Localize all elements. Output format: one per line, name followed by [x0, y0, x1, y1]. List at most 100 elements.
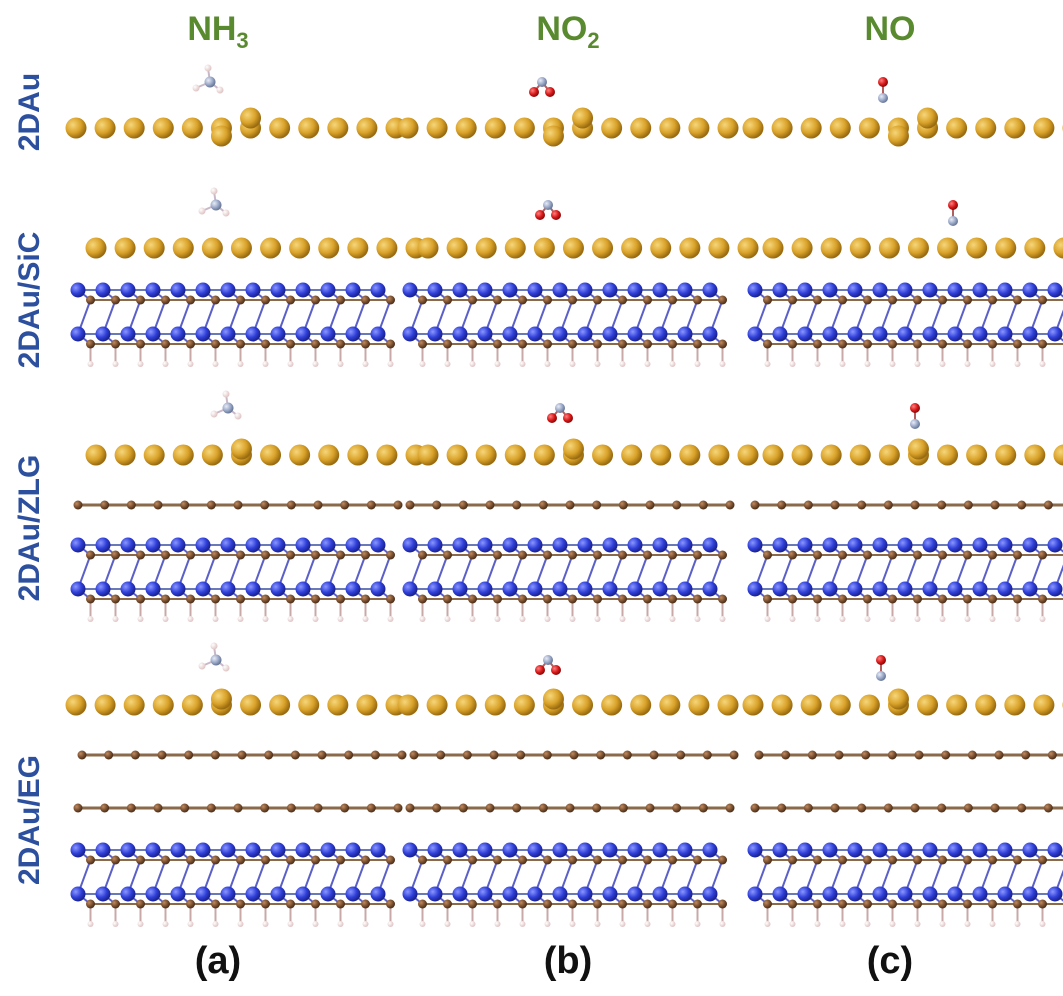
carbon-atom [649, 750, 659, 760]
carbon-atom [543, 339, 552, 349]
carbon-atom [489, 750, 499, 760]
carbon-atom [668, 899, 677, 909]
carbon-atom [180, 803, 190, 813]
carbon-atom [1013, 855, 1022, 865]
silicon-atom [270, 886, 286, 902]
hydrogen-atom [1014, 921, 1021, 927]
silicon-atom [270, 581, 286, 597]
carbon-atom [286, 803, 296, 813]
hydrogen-atom [914, 921, 921, 927]
oxygen-atom [551, 210, 561, 220]
gold-atom [417, 237, 439, 259]
hydrogen-atom [222, 390, 230, 398]
gold-atom [181, 694, 203, 716]
gold-atom [1004, 117, 1026, 139]
gold-atom [630, 694, 652, 716]
silicon-atom [477, 842, 493, 858]
silicon-atom [170, 282, 186, 298]
carbon-atom [86, 295, 95, 305]
carbon-atom [233, 803, 243, 813]
carbon-atom [565, 803, 575, 813]
silicon-atom [245, 886, 261, 902]
hydrogen-atom [814, 361, 821, 367]
silicon-atom [577, 282, 593, 298]
carbon-atom [261, 550, 270, 560]
hydrogen-atom [444, 921, 451, 927]
silicon-atom [95, 842, 111, 858]
gold-atom [946, 694, 968, 716]
silicon-atom [702, 886, 718, 902]
carbon-atom [1038, 855, 1047, 865]
gold-atom [114, 444, 136, 466]
hydrogen-atom [419, 616, 426, 622]
gold-atom [201, 237, 223, 259]
silicon-atom [872, 842, 888, 858]
carbon-atom [593, 339, 602, 349]
carbon-atom [618, 500, 628, 510]
hydrogen-atom [337, 616, 344, 622]
silicon-atom [1047, 326, 1063, 342]
carbon-atom [1038, 899, 1047, 909]
gold-atom [65, 117, 87, 139]
carbon-atom [485, 803, 495, 813]
carbon-atom [763, 339, 772, 349]
carbon-atom [718, 295, 727, 305]
silicon-atom [822, 326, 838, 342]
row-label-2dau-eg: 2DAu/EG [13, 754, 46, 886]
gold-atom [887, 688, 909, 710]
carbon-atom [366, 500, 376, 510]
carbon-atom [136, 594, 145, 604]
carbon-atom [963, 594, 972, 604]
silicon-atom [972, 326, 988, 342]
gold-atom [946, 117, 968, 139]
silicon-atom [652, 842, 668, 858]
hydrogen-atom [964, 921, 971, 927]
silicon-atom [220, 842, 236, 858]
silicon-atom [170, 581, 186, 597]
carbon-atom [485, 500, 495, 510]
carbon-atom [317, 750, 327, 760]
carbon-atom [763, 550, 772, 560]
carbon-atom [838, 899, 847, 909]
silicon-atom [652, 581, 668, 597]
carbon-atom [963, 339, 972, 349]
hydrogen-atom [87, 361, 94, 367]
hydrogen-atom [694, 616, 701, 622]
carbon-atom [493, 295, 502, 305]
carbon-atom [914, 750, 924, 760]
silicon-atom [1022, 842, 1038, 858]
carbon-atom [593, 899, 602, 909]
gold-atom [995, 237, 1017, 259]
nitrogen-atom [210, 199, 222, 211]
carbon-atom [1017, 500, 1027, 510]
gold-atom [356, 694, 378, 716]
silicon-atom [95, 581, 111, 597]
silicon-atom [1022, 886, 1038, 902]
carbon-atom [512, 803, 522, 813]
carbon-atom [211, 339, 220, 349]
carbon-atom [618, 594, 627, 604]
gold-atom [172, 444, 194, 466]
carbon-atom [913, 899, 922, 909]
hydrogen-atom [198, 662, 206, 670]
silicon-atom [822, 581, 838, 597]
hydrogen-atom [814, 616, 821, 622]
gold-atom [762, 237, 784, 259]
silicon-atom [295, 326, 311, 342]
gold-atom [298, 694, 320, 716]
carbon-atom [693, 855, 702, 865]
silicon-atom [997, 886, 1013, 902]
carbon-atom [568, 339, 577, 349]
silicon-atom [847, 282, 863, 298]
carbon-atom [592, 803, 602, 813]
carbon-atom [73, 500, 83, 510]
silicon-atom [677, 886, 693, 902]
silicon-atom [427, 537, 443, 553]
hydrogen-atom [362, 361, 369, 367]
gold-atom [397, 694, 419, 716]
silicon-atom [527, 326, 543, 342]
silicon-atom [747, 581, 763, 597]
hydrogen-atom [287, 361, 294, 367]
carbon-atom [161, 594, 170, 604]
silicon-atom [320, 842, 336, 858]
